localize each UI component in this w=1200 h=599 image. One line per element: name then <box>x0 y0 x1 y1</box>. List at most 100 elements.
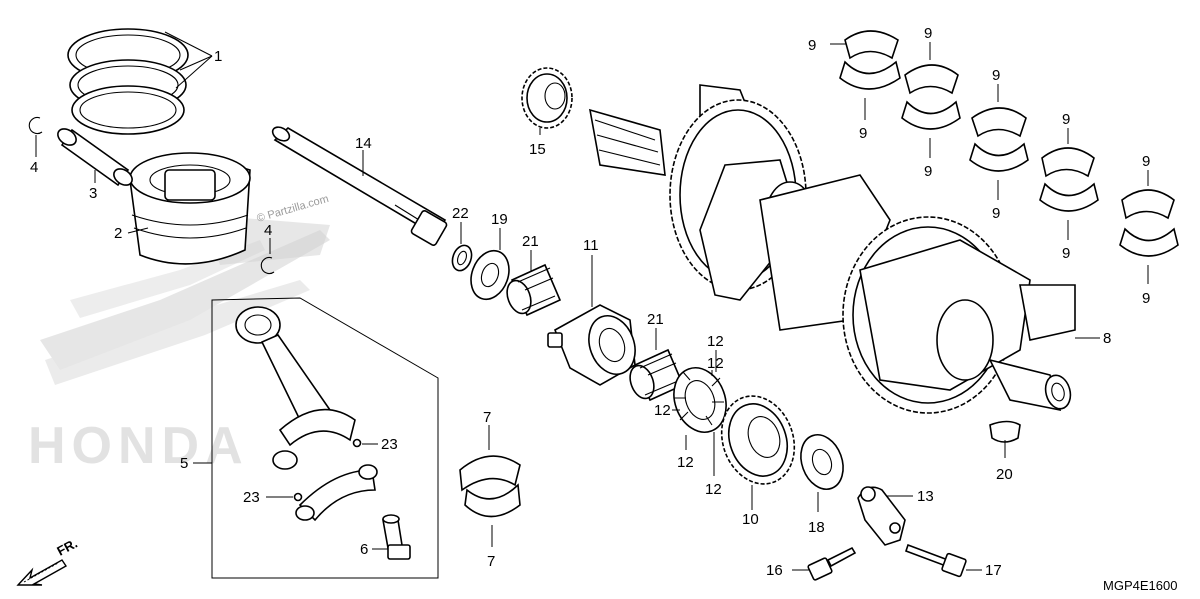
callout-23b: 23 <box>243 489 293 506</box>
part-bolt-16[interactable] <box>807 546 857 581</box>
part-primary-gear-hub[interactable] <box>547 304 643 386</box>
part-thrust-washer[interactable] <box>449 243 475 274</box>
callout-label-3: 3 <box>89 185 97 202</box>
part-bolt-17[interactable] <box>904 543 967 578</box>
part-connecting-rod-cap[interactable] <box>295 464 378 522</box>
callout-label-19: 19 <box>491 211 508 228</box>
callout-21b: 21 <box>647 311 664 350</box>
callout-label-5: 5 <box>180 455 188 472</box>
callout-label-12e: 12 <box>705 481 722 498</box>
callout-label-7a: 7 <box>483 409 491 426</box>
callout-label-10: 10 <box>742 511 759 528</box>
callout-12c: 12 <box>654 402 680 419</box>
callout-12a: 12 <box>707 333 724 372</box>
callout-label-23b: 23 <box>243 489 260 506</box>
callout-22: 22 <box>452 205 469 244</box>
part-piston-pin[interactable] <box>55 126 135 189</box>
callout-9-6: 9 <box>992 180 1000 222</box>
part-main-bearing-pair-4[interactable] <box>1039 147 1099 212</box>
part-primary-drive-gear[interactable] <box>710 386 807 495</box>
callout-label-8: 8 <box>1103 330 1111 347</box>
front-direction-arrow: FR. <box>16 536 80 586</box>
callout-label-9-8: 9 <box>1062 245 1070 262</box>
callout-label-1: 1 <box>214 48 222 65</box>
connecting-rod-assembly-box <box>211 297 439 579</box>
part-small-gear[interactable] <box>521 67 573 129</box>
callout-9-4: 9 <box>924 138 932 180</box>
part-main-bearing-pair-5[interactable] <box>1119 189 1179 257</box>
callout-4b: 4 <box>264 222 272 254</box>
callout-1: 1 <box>164 31 222 89</box>
part-rod-bolt[interactable] <box>382 514 411 560</box>
part-washer[interactable] <box>465 245 516 304</box>
callout-8: 8 <box>1075 330 1111 347</box>
part-piston-pin-clip-a[interactable] <box>28 116 43 135</box>
callout-15: 15 <box>529 128 546 158</box>
callout-label-9-2: 9 <box>859 125 867 142</box>
part-dowel-pin-a[interactable] <box>352 438 362 448</box>
part-balancer-shaft[interactable] <box>270 124 448 246</box>
callout-label-9-7: 9 <box>1062 111 1070 128</box>
part-damper-rubber-ring[interactable] <box>665 360 735 439</box>
part-needle-bearing-a[interactable] <box>503 263 562 317</box>
callout-label-12a: 12 <box>707 333 724 350</box>
callout-label-16: 16 <box>766 562 783 579</box>
part-woodruff-key[interactable] <box>989 420 1021 443</box>
front-direction-label: FR. <box>54 536 80 559</box>
part-crank-washer[interactable] <box>794 429 851 495</box>
part-dowel-pin-b[interactable] <box>293 492 303 502</box>
callout-label-12d: 12 <box>677 454 694 471</box>
part-connecting-rod[interactable] <box>235 306 356 470</box>
part-bracket[interactable] <box>857 486 906 546</box>
callout-label-17: 17 <box>985 562 1002 579</box>
callout-9-5: 9 <box>992 67 1000 102</box>
callout-label-9-5: 9 <box>992 67 1000 84</box>
callout-9-8: 9 <box>1062 220 1070 262</box>
callout-label-21b: 21 <box>647 311 664 328</box>
callout-label-9-1: 9 <box>808 37 816 54</box>
callout-label-18: 18 <box>808 519 825 536</box>
part-piston-pin-clip-b[interactable] <box>260 256 275 275</box>
part-rod-bearing-lower[interactable] <box>464 483 521 518</box>
callout-label-7b: 7 <box>487 553 495 570</box>
callout-label-23a: 23 <box>381 436 398 453</box>
callout-18: 18 <box>808 492 825 536</box>
part-piston[interactable] <box>129 152 251 265</box>
callout-19: 19 <box>491 211 508 250</box>
part-rod-bearing-upper[interactable] <box>459 455 521 492</box>
callout-label-4a: 4 <box>30 159 38 176</box>
callout-label-22: 22 <box>452 205 469 222</box>
callout-label-6: 6 <box>360 541 368 558</box>
callout-label-11: 11 <box>583 237 599 254</box>
callout-17: 17 <box>966 562 1002 579</box>
honda-background-logo: HONDA <box>28 215 330 475</box>
watermark-text: © Partzilla.com <box>256 193 331 225</box>
callout-label-9-4: 9 <box>924 163 932 180</box>
honda-background-text: HONDA <box>28 417 249 475</box>
callout-label-13: 13 <box>917 488 934 505</box>
callout-10: 10 <box>742 485 759 528</box>
callout-12b: 12 <box>707 355 724 376</box>
callout-label-15: 15 <box>529 141 546 158</box>
part-needle-bearing-b[interactable] <box>626 348 685 402</box>
callout-11: 11 <box>583 237 599 307</box>
part-main-bearing-pair-1[interactable] <box>839 30 901 90</box>
callout-5: 5 <box>180 455 212 472</box>
part-crankshaft[interactable] <box>588 84 1076 414</box>
callout-4a: 4 <box>30 135 38 176</box>
callout-9-9: 9 <box>1142 153 1150 186</box>
callout-12e: 12 <box>705 432 722 498</box>
callout-2: 2 <box>114 225 149 242</box>
part-main-bearing-pair-3[interactable] <box>969 107 1029 172</box>
part-main-bearing-pair-2[interactable] <box>901 64 961 130</box>
callout-label-20: 20 <box>996 466 1013 483</box>
callout-label-2: 2 <box>114 225 122 242</box>
part-piston-rings[interactable] <box>67 28 189 135</box>
callout-label-9-6: 9 <box>992 205 1000 222</box>
callout-16: 16 <box>766 562 810 579</box>
callout-9-3: 9 <box>924 25 932 60</box>
callout-9-7: 9 <box>1062 111 1070 144</box>
callout-label-21a: 21 <box>522 233 539 250</box>
callout-3: 3 <box>89 170 97 202</box>
